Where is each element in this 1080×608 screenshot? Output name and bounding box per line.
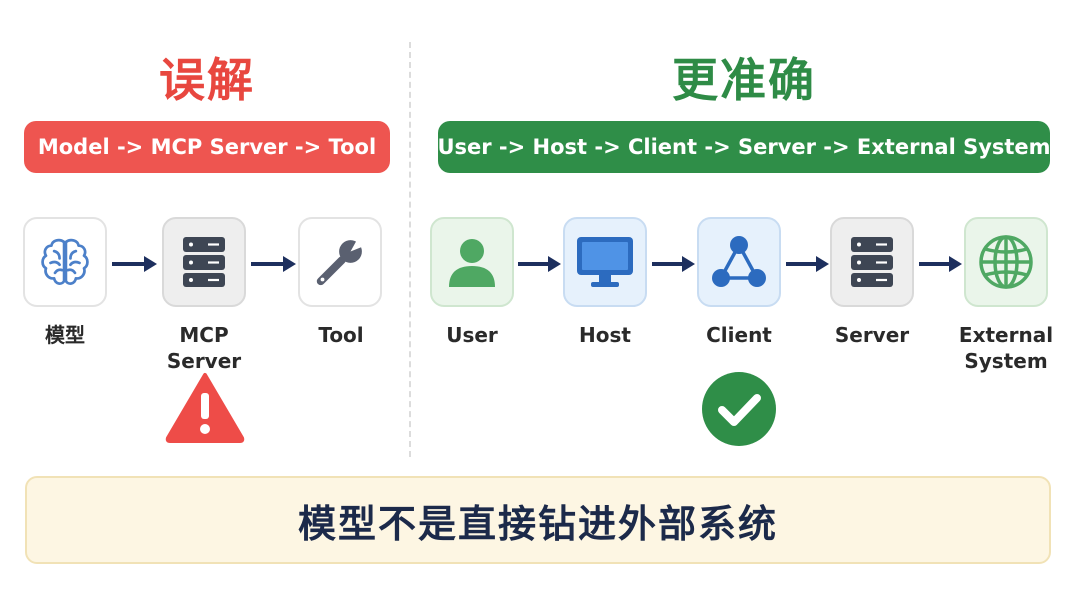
external-system-node <box>964 217 1048 307</box>
server-label: Server <box>834 323 910 347</box>
accurate-flow-bar: User -> Host -> Client -> Server -> Exte… <box>437 121 1051 173</box>
server-node <box>830 217 914 307</box>
server-icon <box>851 237 893 287</box>
arrow-client-to-server <box>786 256 829 272</box>
arrow-host-to-client <box>652 256 695 272</box>
server-icon <box>183 237 225 287</box>
brain-icon <box>41 238 89 285</box>
host-node <box>563 217 647 307</box>
tool-node <box>298 217 382 307</box>
user-icon <box>449 239 495 287</box>
network-icon <box>712 236 766 287</box>
arrow-server-to-external <box>919 256 962 272</box>
mcp-server-node <box>162 217 246 307</box>
host-label: Host <box>579 323 631 347</box>
wrench-icon <box>316 235 368 286</box>
section-divider <box>409 42 411 457</box>
accurate-heading: 更准确 <box>672 53 816 107</box>
conclusion-banner: 模型不是直接钻进外部系统 <box>25 476 1051 564</box>
checkmark-circle-icon <box>702 372 776 446</box>
mcp-server-label: MCP Server <box>166 323 242 373</box>
client-label: Client <box>706 323 772 347</box>
monitor-icon <box>577 237 633 287</box>
arrow-model-to-mcp <box>112 256 157 272</box>
globe-icon <box>979 235 1033 289</box>
arrow-mcp-to-tool <box>251 256 296 272</box>
misconception-flow-bar: Model -> MCP Server -> Tool <box>24 121 390 173</box>
user-node <box>430 217 514 307</box>
warning-triangle-icon <box>165 373 245 443</box>
external-system-label: External System <box>958 323 1054 373</box>
user-label: User <box>446 323 498 347</box>
model-label: 模型 <box>45 323 85 347</box>
client-node <box>697 217 781 307</box>
model-node <box>23 217 107 307</box>
tool-label: Tool <box>318 323 364 347</box>
arrow-user-to-host <box>518 256 561 272</box>
misconception-heading: 误解 <box>159 53 255 107</box>
